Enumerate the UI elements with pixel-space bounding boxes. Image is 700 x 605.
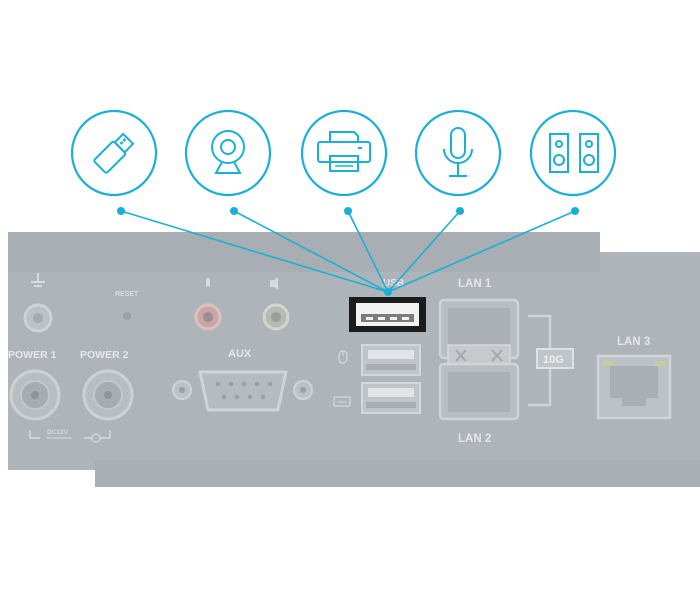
lan3-rj45-port[interactable]: [596, 354, 672, 420]
keyboard-symbol-icon: [333, 396, 351, 407]
line-printer: [347, 210, 389, 293]
line-webcam: [233, 210, 389, 293]
device-icons: [70, 109, 617, 197]
aux-label: AUX: [228, 348, 252, 360]
dot-speakers: [571, 207, 579, 215]
microphone-icon: [414, 109, 502, 197]
usb-label: USB: [383, 278, 404, 289]
reset-button[interactable]: [123, 312, 131, 320]
lan3-label: LAN 3: [617, 336, 650, 348]
dot-usb-drive: [117, 207, 125, 215]
speakers-icon: [529, 109, 617, 197]
mouse-symbol-icon: [338, 350, 348, 364]
dot-printer: [344, 207, 352, 215]
dot-webcam: [230, 207, 238, 215]
lan1-label: LAN 1: [458, 278, 492, 290]
mic-jack-icon: [206, 278, 210, 287]
power1-label: POWER 1: [8, 349, 57, 361]
power1-connector[interactable]: [9, 369, 61, 421]
usb-port-mouse[interactable]: [361, 344, 421, 376]
panel-body: [8, 232, 700, 487]
webcam-icon: [184, 109, 272, 197]
speed-bracket: 10G: [528, 314, 574, 407]
ground-terminal: [23, 273, 53, 333]
mic-jack[interactable]: [194, 278, 222, 331]
connector-lines: [120, 210, 576, 293]
line-microphone: [387, 210, 461, 293]
power2-connector[interactable]: [82, 369, 134, 421]
power2-label: POWER 2: [80, 349, 129, 361]
usb-port-keyboard[interactable]: [361, 382, 421, 414]
highlighted-usb-port[interactable]: [349, 297, 426, 332]
dc-label: DC12V: [47, 429, 69, 436]
lan1-sfp-port[interactable]: [438, 298, 520, 366]
panel-bottom-band: [95, 460, 700, 487]
reset-label: RESET: [115, 291, 139, 298]
line-speakers: [387, 210, 576, 293]
lan2-label: LAN 2: [458, 433, 491, 445]
line-out-jack[interactable]: [262, 277, 290, 331]
dc-polarity-marking: DC12V: [29, 429, 111, 443]
line-usb-drive: [120, 210, 389, 293]
lan2-sfp-port[interactable]: [438, 362, 520, 421]
device-back-panel: RESET POWER 1 POWER 2 DC12V: [8, 232, 700, 487]
usb-drive-icon: [70, 109, 158, 197]
speaker-jack-icon: [270, 277, 278, 290]
dot-usb-port: [384, 288, 392, 296]
printer-icon: [300, 109, 388, 197]
connector-dots: [117, 207, 579, 296]
aux-serial-port[interactable]: [172, 370, 313, 412]
speed-label: 10G: [543, 354, 564, 366]
panel-top-band: [8, 232, 600, 272]
dot-microphone: [456, 207, 464, 215]
